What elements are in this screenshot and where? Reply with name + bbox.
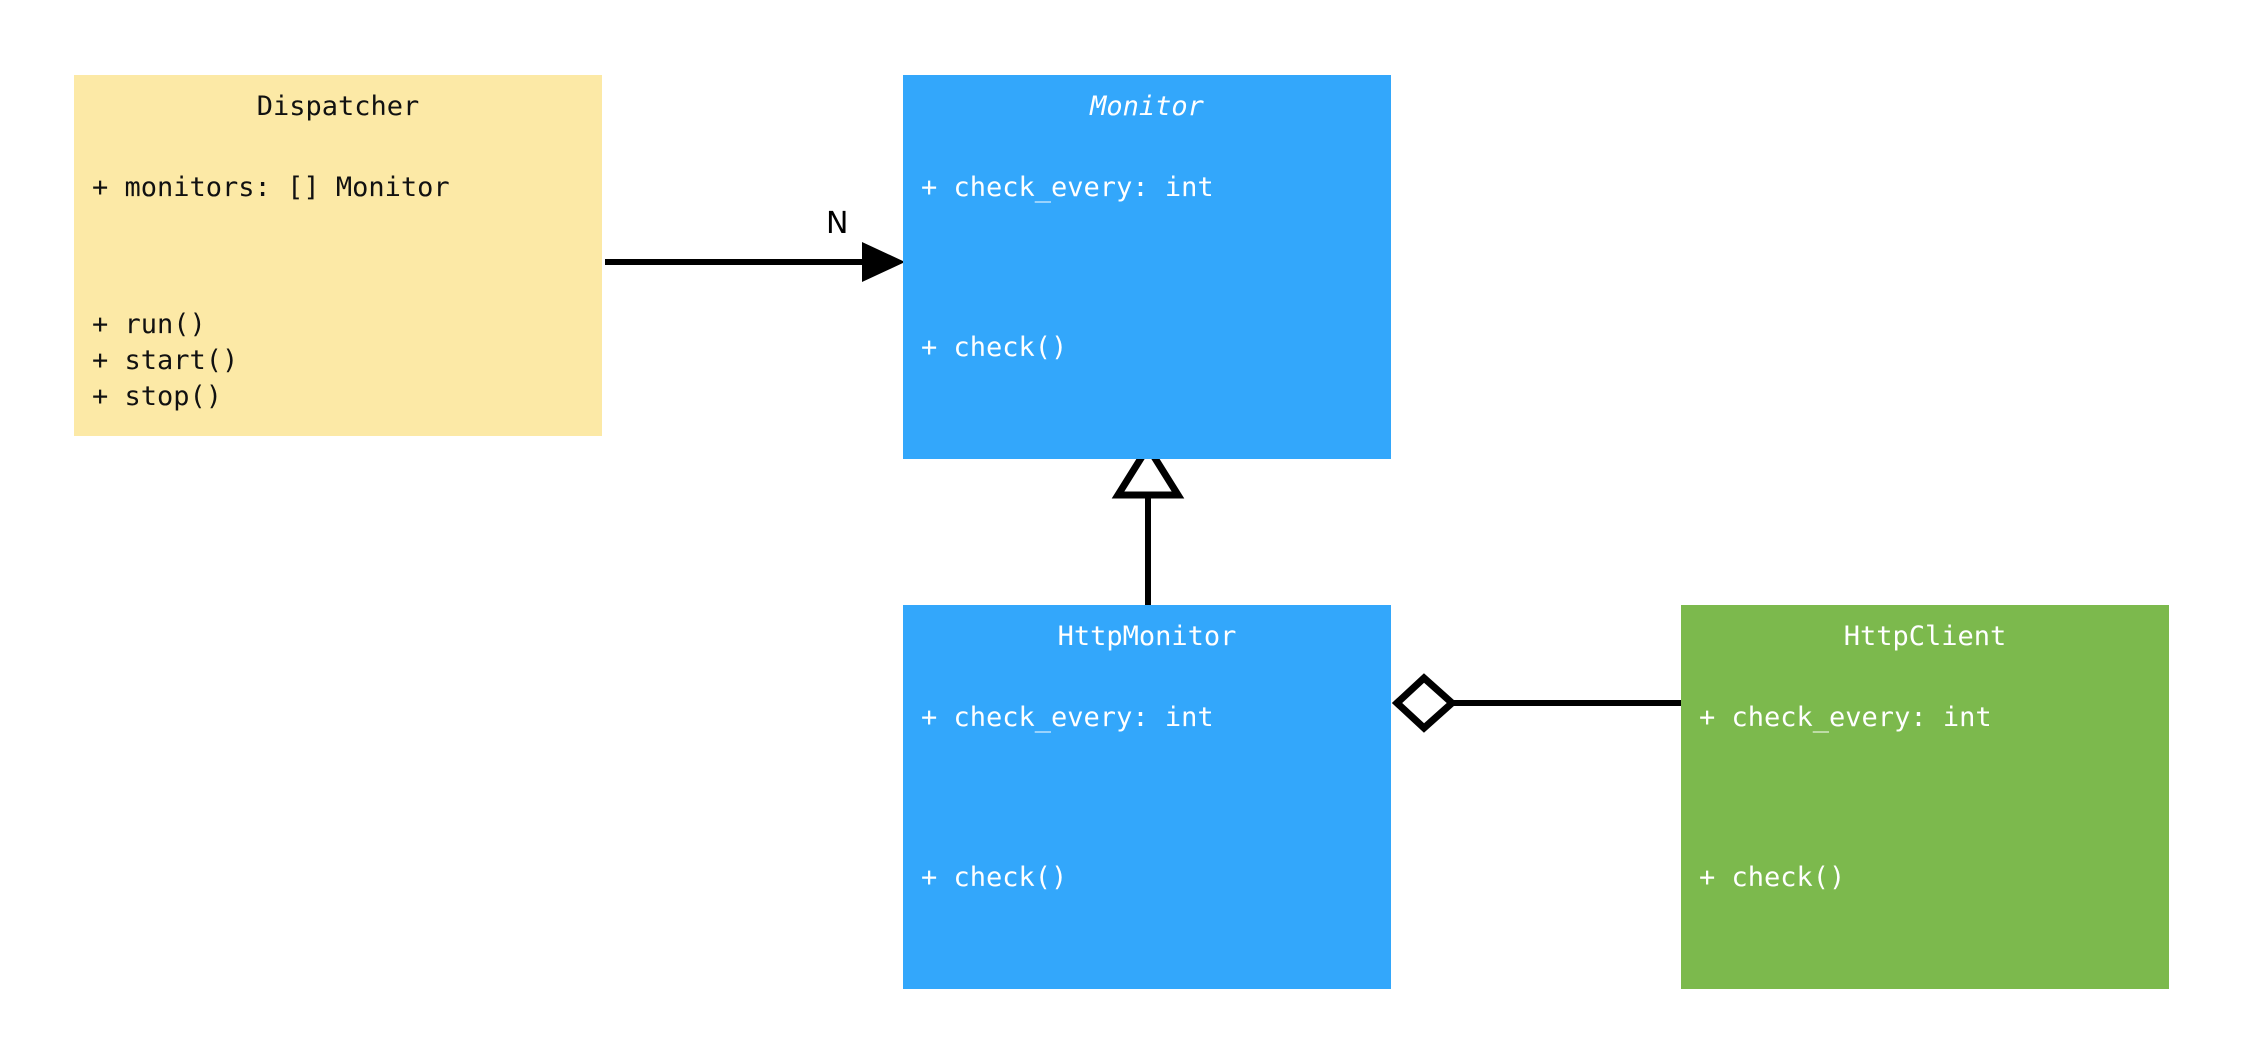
httpclient-method: + check() <box>1699 862 1846 894</box>
monitor-method-list: + check() <box>903 304 1391 384</box>
httpmonitor-methods-compartment: + check() <box>903 834 1391 990</box>
dispatcher-attributes-compartment: + monitors: [] Monitor <box>74 144 602 277</box>
class-box-monitor[interactable]: Monitor + check_every: int + check() <box>903 75 1391 460</box>
httpclient-title-compartment: HttpClient <box>1681 605 2169 670</box>
dispatcher-title-compartment: Dispatcher <box>74 75 602 140</box>
monitor-attribute: + check_every: int <box>921 172 1214 204</box>
httpclient-attribute-list: + check_every: int <box>1681 674 2169 754</box>
httpclient-methods-compartment: + check() <box>1681 834 2169 990</box>
dispatcher-class-name: Dispatcher <box>256 91 420 122</box>
class-box-httpclient[interactable]: HttpClient + check_every: int + check() <box>1681 605 2169 990</box>
dispatcher-attribute: + monitors: [] Monitor <box>92 172 450 204</box>
httpclient-class-name: HttpClient <box>1843 621 2007 652</box>
dispatcher-methods-compartment: + run() + start() + stop() <box>74 281 602 437</box>
monitor-methods-compartment: + check() <box>903 304 1391 460</box>
monitor-attributes-compartment: + check_every: int <box>903 144 1391 300</box>
monitor-method: + check() <box>921 332 1068 364</box>
dispatcher-method: + run() <box>92 309 206 341</box>
httpmonitor-title-compartment: HttpMonitor <box>903 605 1391 670</box>
httpmonitor-class-name: HttpMonitor <box>1057 621 1237 652</box>
httpmonitor-attribute: + check_every: int <box>921 702 1214 734</box>
association-multiplicity-label: N <box>826 206 849 241</box>
monitor-attribute-list: + check_every: int <box>903 144 1391 224</box>
httpmonitor-attribute-list: + check_every: int <box>903 674 1391 754</box>
httpmonitor-method: + check() <box>921 862 1068 894</box>
monitor-class-name: Monitor <box>1090 91 1204 122</box>
dispatcher-method: + stop() <box>92 380 223 412</box>
httpclient-attributes-compartment: + check_every: int <box>1681 674 2169 830</box>
edge-dispatcher-to-monitor <box>605 242 905 282</box>
hollow-diamond-icon <box>1391 673 1458 733</box>
dispatcher-method-list: + run() + start() + stop() <box>74 281 602 432</box>
dispatcher-attribute-list: + monitors: [] Monitor <box>74 144 602 224</box>
httpclient-attribute: + check_every: int <box>1699 702 1992 734</box>
class-box-dispatcher[interactable]: Dispatcher + monitors: [] Monitor + run(… <box>74 75 602 437</box>
httpclient-method-list: + check() <box>1681 834 2169 914</box>
edge-httpmonitor-to-httpclient <box>1391 673 1681 733</box>
class-box-httpmonitor[interactable]: HttpMonitor + check_every: int + check() <box>903 605 1391 990</box>
httpmonitor-attributes-compartment: + check_every: int <box>903 674 1391 830</box>
httpmonitor-method-list: + check() <box>903 834 1391 914</box>
monitor-title-compartment: Monitor <box>903 75 1391 140</box>
edge-httpmonitor-to-monitor <box>1111 440 1185 605</box>
filled-arrowhead-icon <box>862 242 905 282</box>
dispatcher-method: + start() <box>92 345 239 377</box>
